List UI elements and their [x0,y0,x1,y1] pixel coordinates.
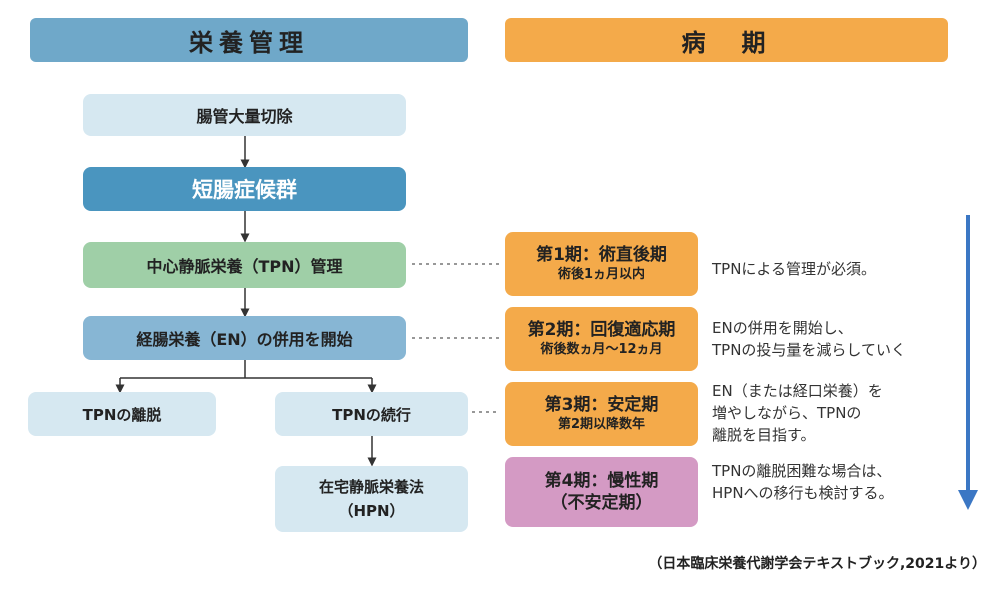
phase1-title: 第1期：術直後期 [536,245,667,265]
phase4-desc-line: TPNの離脱困難な場合は、 [712,462,892,480]
nutrition-header-label: 栄養管理 [189,28,309,57]
phase3-desc-line: EN（または経口栄養）を [712,382,883,400]
tpn-continue-label: TPNの続行 [332,405,411,424]
resection-label: 腸管大量切除 [196,107,293,126]
nutrition-header: 栄養管理 [30,18,468,62]
en-start-box: 経腸栄養（EN）の併用を開始 [83,316,406,360]
phase4-title: 第4期：慢性期 [544,471,659,491]
hpn-label-line2: （HPN） [338,502,405,520]
phase3-desc-line: 増やしながら、TPNの [712,404,862,422]
tpn-weaning-box: TPNの離脱 [28,392,216,436]
stage-header: 病 期 [505,18,948,62]
phase4-desc-line: HPNへの移行も検討する。 [712,484,894,502]
source-citation: （日本臨床栄養代謝学会テキストブック,2021より） [648,556,986,572]
phase4-sub: （不安定期） [550,493,653,513]
stage-header-label: 病 期 [681,28,772,57]
sbs-box: 短腸症候群 [83,167,406,211]
tpn-continue-box: TPNの続行 [275,392,468,436]
phase1-box: 第1期：術直後期 術後1ヵ月以内 [505,232,698,296]
hpn-box: 在宅静脈栄養法 （HPN） [275,466,468,532]
phase3-title: 第3期：安定期 [544,395,659,415]
phase3-desc: EN（または経口栄養）を 増やしながら、TPNの 離脱を目指す。 [712,380,883,446]
phase2-title: 第2期：回復適応期 [527,320,676,340]
phase3-desc-line: 離脱を目指す。 [712,426,816,444]
phase2-desc-line: TPNの投与量を減らしていく [712,341,906,359]
phase2-desc-line: ENの併用を開始し、 [712,319,853,337]
phase1-desc: TPNによる管理が必須。 [712,258,876,280]
phase2-desc: ENの併用を開始し、 TPNの投与量を減らしていく [712,317,906,361]
tpn-weaning-label: TPNの離脱 [82,405,162,424]
resection-box: 腸管大量切除 [83,94,406,136]
tpn-management-label: 中心静脈栄養（TPN）管理 [146,257,343,276]
en-start-label: 経腸栄養（EN）の併用を開始 [136,330,353,349]
tpn-management-box: 中心静脈栄養（TPN）管理 [83,242,406,288]
phase1-desc-line: TPNによる管理が必須。 [712,260,876,278]
phase2-sub: 術後数ヵ月〜12ヵ月 [540,342,663,357]
phase3-box: 第3期：安定期 第2期以降数年 [505,382,698,446]
phase2-box: 第2期：回復適応期 術後数ヵ月〜12ヵ月 [505,307,698,371]
sbs-label: 短腸症候群 [192,178,297,202]
phase1-sub: 術後1ヵ月以内 [557,267,646,282]
phase3-sub: 第2期以降数年 [557,417,646,432]
phase4-box: 第4期：慢性期 （不安定期） [505,457,698,527]
hpn-label-line1: 在宅静脈栄養法 [318,478,424,496]
phase4-desc: TPNの離脱困難な場合は、 HPNへの移行も検討する。 [712,460,894,504]
